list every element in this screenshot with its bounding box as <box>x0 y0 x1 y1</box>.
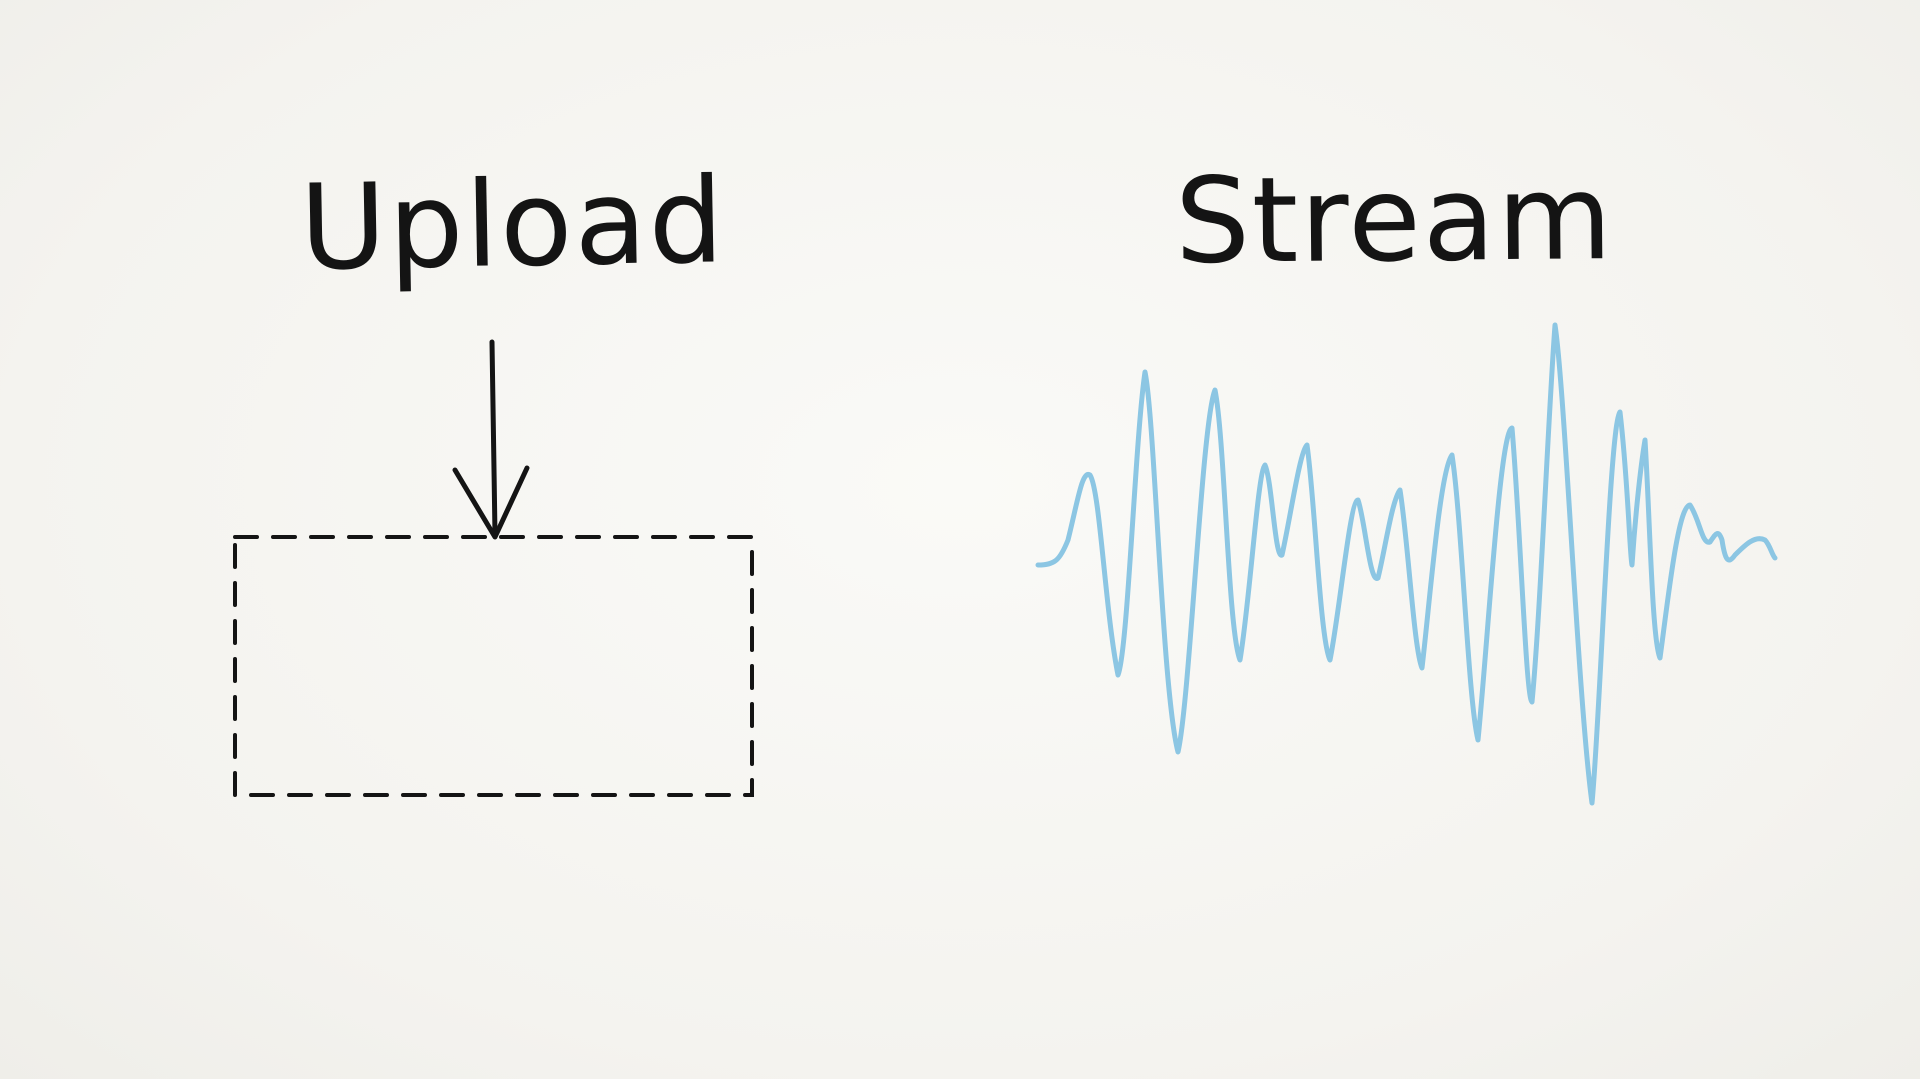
dashed-drop-zone <box>233 535 754 797</box>
down-arrow-icon <box>452 339 530 540</box>
waveform-icon <box>1035 322 1778 806</box>
